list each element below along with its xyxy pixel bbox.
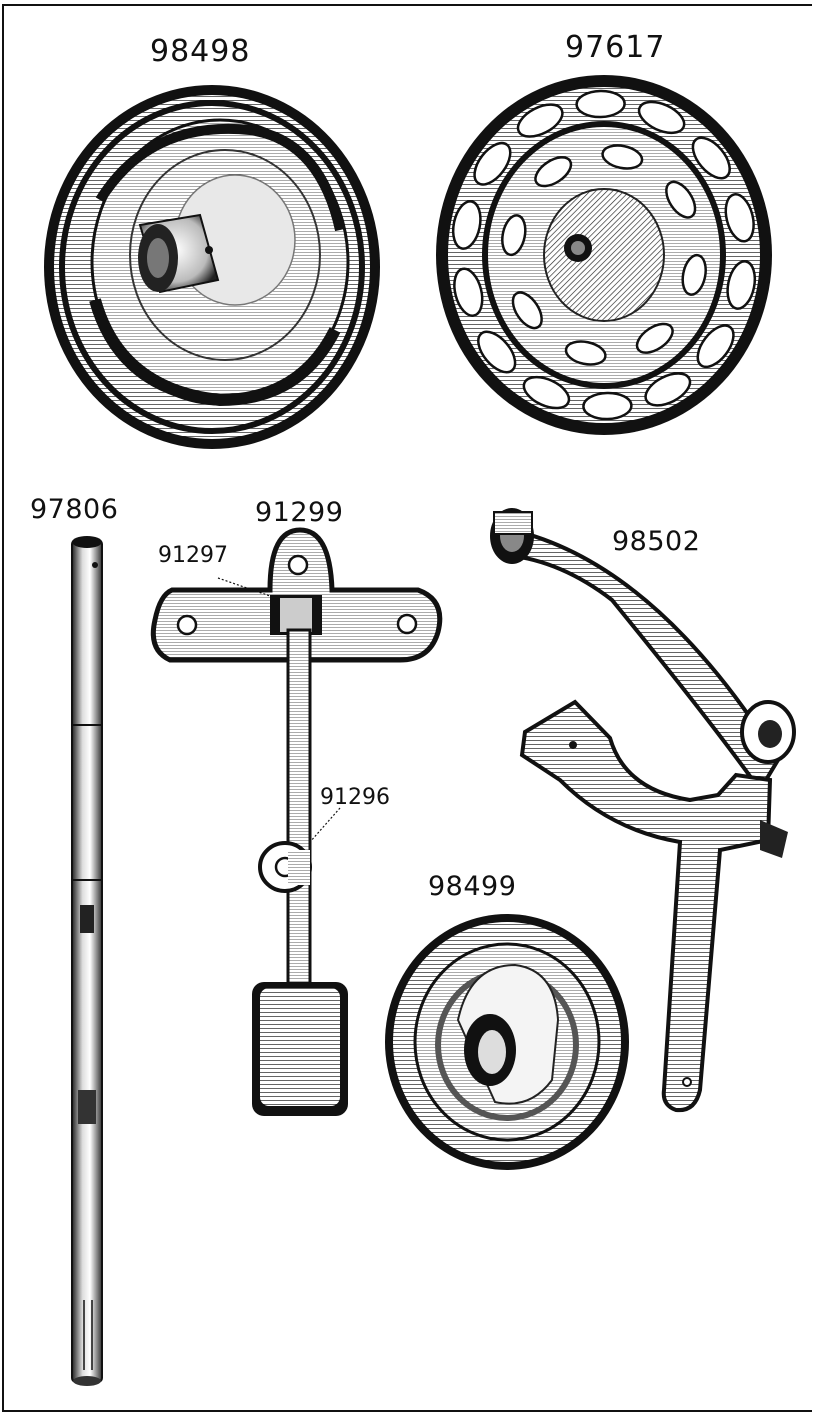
- wheel-window: [637, 100, 686, 135]
- part-number-91297: 91297: [158, 543, 228, 568]
- wheel-window: [691, 136, 731, 180]
- frame-border-bottom: [2, 1410, 812, 1412]
- wheel-window: [516, 103, 564, 138]
- wheel-window: [451, 200, 482, 250]
- frame-border-left: [2, 4, 4, 1412]
- wheel-window: [644, 372, 692, 407]
- part-number-97806: 97806: [30, 494, 119, 525]
- spoked-wheel-windows: [451, 89, 757, 421]
- wheel-window: [564, 340, 607, 366]
- wheel-window: [601, 144, 644, 170]
- part-number-98499: 98499: [428, 871, 517, 902]
- treadle-bracket-91299-drawing: [150, 527, 443, 1116]
- wheel-window: [582, 391, 633, 421]
- wheel-window: [696, 324, 735, 369]
- wheel-window: [681, 253, 707, 296]
- wheel-window: [477, 330, 517, 374]
- part-number-98498: 98498: [150, 34, 251, 69]
- leader-line-91297: [217, 577, 271, 597]
- wheel-window: [534, 156, 573, 188]
- small-pulley-98499-drawing: [385, 914, 629, 1170]
- lever-arm-98502-drawing: [490, 508, 796, 1113]
- spoked-wheel-97617-drawing: [436, 75, 772, 435]
- shaft-97806-drawing: [71, 536, 103, 1386]
- wheel-window: [635, 322, 674, 354]
- part-number-91296: 91296: [320, 785, 390, 810]
- wheel-window: [726, 260, 757, 310]
- part-number-97617: 97617: [565, 30, 666, 65]
- wheel-window: [724, 193, 755, 243]
- wheel-window: [665, 180, 697, 219]
- part-number-98502: 98502: [612, 526, 701, 557]
- part-number-91299: 91299: [255, 497, 344, 528]
- wheel-window: [511, 291, 543, 330]
- wheel-window: [473, 141, 512, 186]
- leader-line-91296: [309, 807, 341, 843]
- wheel-window: [575, 89, 626, 119]
- wheel-window: [453, 267, 484, 317]
- flywheel-98498-drawing: [44, 85, 380, 449]
- wheel-window: [501, 214, 527, 257]
- frame-border-top: [2, 4, 812, 6]
- wheel-window: [522, 375, 571, 410]
